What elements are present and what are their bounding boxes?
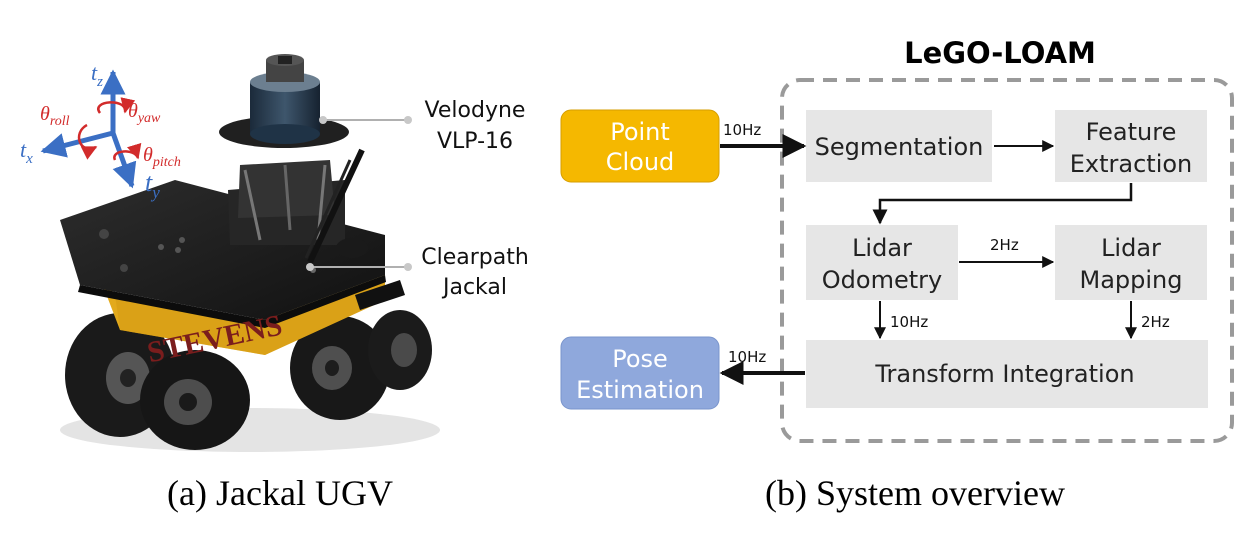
- point-cloud-box: Point Cloud: [560, 109, 720, 183]
- transform-integration-box: Transform Integration: [806, 340, 1208, 408]
- front-left-wheel: [140, 350, 250, 450]
- pose-estimation-box: Pose Estimation: [560, 336, 720, 410]
- callout-velodyne-line2: VLP-16: [437, 129, 513, 154]
- label-theta-yaw: θyaw: [128, 100, 161, 126]
- diagram-title: LeGO-LOAM: [904, 36, 1096, 70]
- callout-velodyne: Velodyne VLP-16: [319, 98, 525, 154]
- lidar-odometry-line2: Odometry: [822, 266, 942, 294]
- pose-estimation-line2: Estimation: [576, 376, 704, 404]
- label-theta-pitch: θpitch: [143, 144, 181, 170]
- callout-velodyne-line1: Velodyne: [425, 98, 526, 123]
- rate-input: 10Hz: [723, 121, 761, 139]
- lidar-mapping-line1: Lidar: [1101, 234, 1161, 262]
- label-tx: tx: [20, 137, 33, 167]
- arrow-feature-to-odometry: [872, 183, 1133, 225]
- label-tz: tz: [91, 60, 103, 90]
- label-theta-roll: θroll: [40, 103, 70, 129]
- callout-clearpath-line2: Jackal: [441, 275, 507, 300]
- segmentation-label: Segmentation: [815, 133, 984, 161]
- rear-right-wheel: [290, 316, 390, 420]
- caption-b: (b) System overview: [765, 473, 1065, 513]
- segmentation-box: Segmentation: [806, 110, 992, 182]
- lidar-mapping-box: Lidar Mapping: [1055, 225, 1207, 300]
- robot-photo: STEVENS: [60, 54, 440, 452]
- pose-estimation-line1: Pose: [612, 345, 668, 373]
- rate-odom-to-map: 2Hz: [990, 236, 1019, 254]
- lego-loam-boundary: [780, 78, 1234, 443]
- callout-clearpath: Clearpath Jackal: [306, 245, 529, 300]
- rate-odom-out: 10Hz: [890, 313, 928, 331]
- lidar-mapping-line2: Mapping: [1080, 266, 1183, 294]
- lidar-odometry-line1: Lidar: [852, 234, 912, 262]
- front-right-wheel: [368, 310, 432, 390]
- coordinate-frame: tz tx ty θroll θyaw θpitch: [20, 60, 181, 202]
- arrows: [719, 134, 1137, 385]
- point-cloud-line2: Cloud: [606, 148, 675, 176]
- rate-output: 10Hz: [728, 348, 766, 366]
- transform-integration-label: Transform Integration: [874, 360, 1134, 388]
- point-cloud-line1: Point: [610, 118, 670, 146]
- rate-map-out: 2Hz: [1141, 313, 1170, 331]
- callout-clearpath-line1: Clearpath: [421, 245, 529, 270]
- feature-extraction-box: Feature Extraction: [1055, 110, 1207, 182]
- feature-extraction-line1: Feature: [1086, 118, 1177, 146]
- caption-a: (a) Jackal UGV: [167, 473, 393, 513]
- feature-extraction-line2: Extraction: [1070, 150, 1193, 178]
- label-ty: ty: [145, 168, 160, 202]
- lidar-odometry-box: Lidar Odometry: [806, 225, 958, 300]
